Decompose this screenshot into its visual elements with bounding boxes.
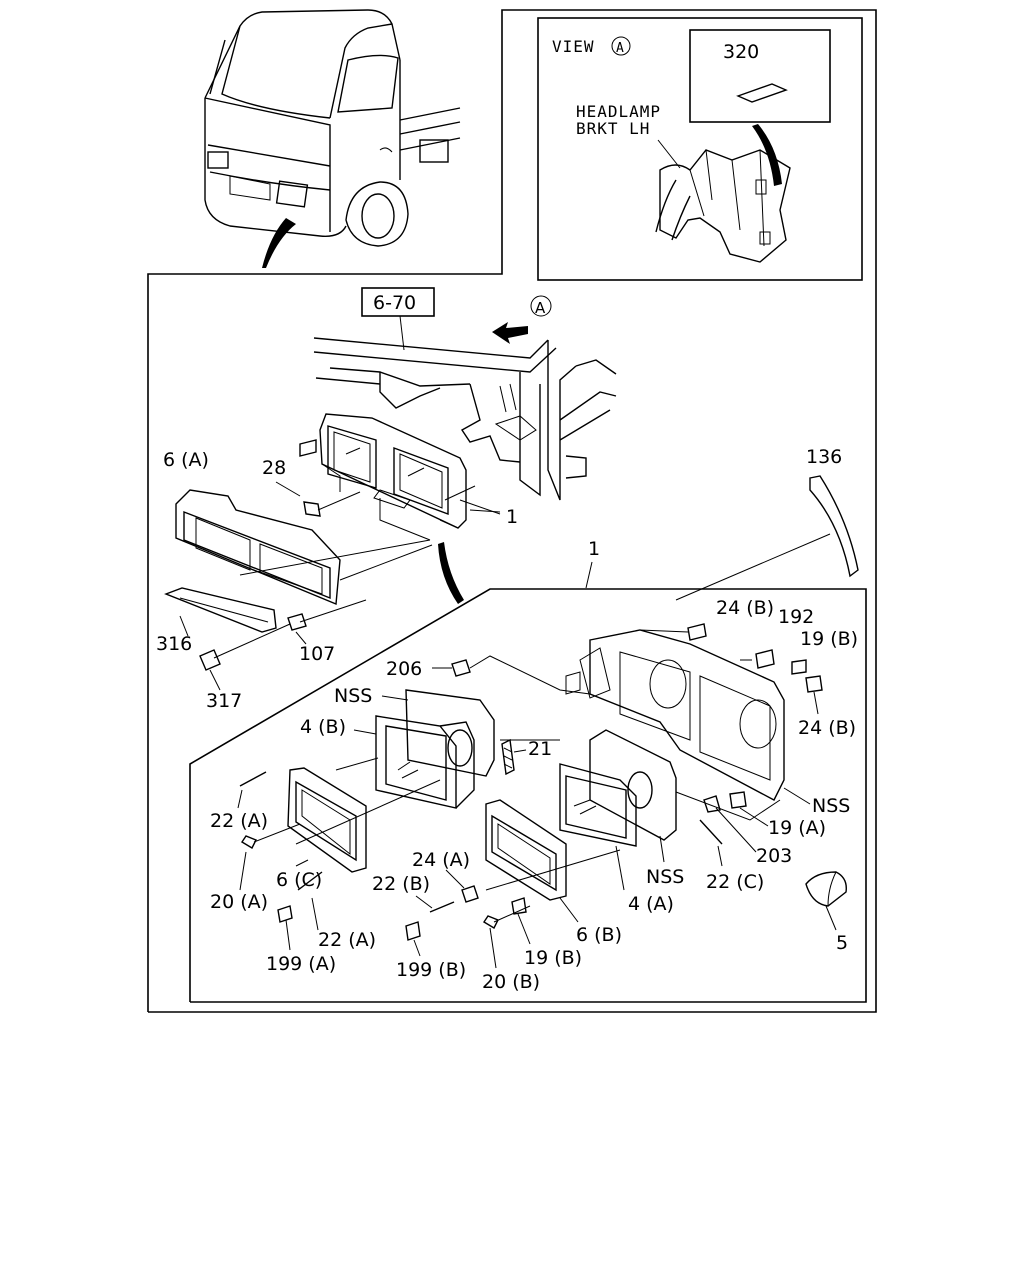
label-4b: 4 (B) bbox=[300, 716, 346, 738]
upper-headlamp-assembly bbox=[164, 413, 501, 671]
label-203: 203 bbox=[756, 845, 792, 867]
label-24b-right: 24 (B) bbox=[798, 717, 856, 739]
label-21: 21 bbox=[528, 738, 552, 760]
label-22c: 22 (C) bbox=[706, 871, 764, 893]
label-6c: 6 (C) bbox=[276, 869, 322, 891]
label-136: 136 bbox=[806, 446, 842, 468]
label-22a-left: 22 (A) bbox=[210, 810, 268, 832]
frame-ref-marker-letter: A bbox=[535, 299, 546, 317]
bracket-label-line1: HEADLAMP bbox=[576, 102, 661, 121]
label-192: 192 bbox=[778, 606, 814, 628]
label-nss-right: NSS bbox=[812, 795, 850, 817]
view-marker-circle bbox=[611, 36, 631, 56]
frame-ref-box bbox=[361, 287, 435, 317]
view-marker-letter: A bbox=[616, 41, 625, 56]
label-19b-top: 19 (B) bbox=[800, 628, 858, 650]
truck-cab-illustration bbox=[204, 9, 461, 268]
label-1-top: 1 bbox=[506, 506, 518, 528]
part-320-box bbox=[689, 29, 831, 123]
part-320-label: 320 bbox=[723, 41, 759, 63]
label-20b: 20 (B) bbox=[482, 971, 540, 993]
view-a-inset: VIEW A 320 HEADLAMP BRKT LH bbox=[552, 29, 831, 263]
label-206: 206 bbox=[386, 658, 422, 680]
label-24a: 24 (A) bbox=[412, 849, 470, 871]
label-316: 316 bbox=[156, 633, 192, 655]
lower-exploded-view bbox=[239, 623, 847, 941]
part-320-pad bbox=[736, 83, 788, 103]
label-6b: 6 (B) bbox=[576, 924, 622, 946]
frame-ref-marker-circle bbox=[530, 295, 552, 317]
label-19b-bottom: 19 (B) bbox=[524, 947, 582, 969]
label-22a-bottom: 22 (A) bbox=[318, 929, 376, 951]
label-nss-top: NSS bbox=[334, 685, 372, 707]
label-5: 5 bbox=[836, 932, 848, 954]
label-199b: 199 (B) bbox=[396, 959, 466, 981]
label-1-mid: 1 bbox=[588, 538, 600, 560]
label-107: 107 bbox=[299, 643, 335, 665]
label-22b: 22 (B) bbox=[372, 873, 430, 895]
diagram-frames bbox=[147, 9, 877, 1013]
view-title: VIEW bbox=[552, 37, 595, 56]
label-6a: 6 (A) bbox=[163, 449, 209, 471]
frame-ref-label: 6-70 bbox=[373, 292, 416, 314]
part-labels: 6 (A) 28 1 136 1 316 107 317 24 (B) 192 … bbox=[156, 446, 858, 993]
label-4a: 4 (A) bbox=[628, 893, 674, 915]
chassis-frame: 6-70 A bbox=[313, 287, 617, 501]
label-199a: 199 (A) bbox=[266, 953, 336, 975]
label-nss-mid: NSS bbox=[646, 866, 684, 888]
label-317: 317 bbox=[206, 690, 242, 712]
bracket-label-line2: BRKT LH bbox=[576, 119, 650, 138]
headlamp-bracket-drawing bbox=[655, 149, 791, 263]
label-19a: 19 (A) bbox=[768, 817, 826, 839]
side-trim-136 bbox=[675, 475, 859, 601]
label-28: 28 bbox=[262, 457, 286, 479]
label-20a: 20 (A) bbox=[210, 891, 268, 913]
label-24b-top: 24 (B) bbox=[716, 597, 774, 619]
